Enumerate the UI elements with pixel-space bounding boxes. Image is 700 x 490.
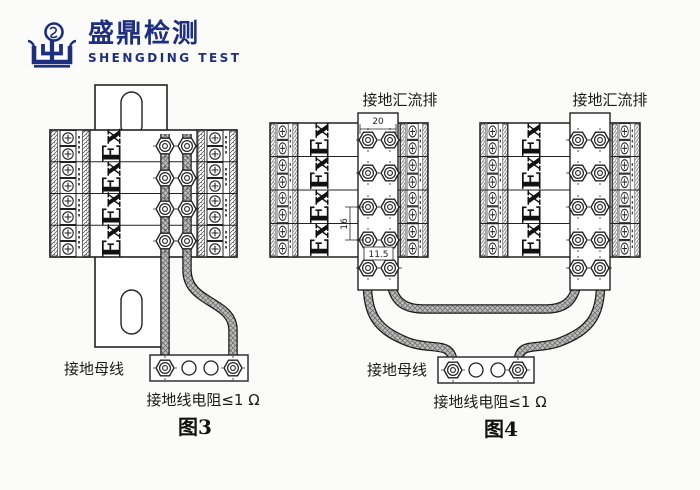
ex-marking: Ex <box>306 222 335 257</box>
dimension-hole-spacing: 11.5 <box>363 246 394 261</box>
emblem-base <box>34 65 70 68</box>
busbar-label-right: 接地汇流排 <box>572 91 647 109</box>
ex-marking: Ex <box>98 160 127 195</box>
screw-terminal-strip <box>400 123 428 257</box>
ex-marking: Ex <box>98 223 127 258</box>
figure3-diagram: Ex Ex Ex Ex <box>49 84 260 439</box>
ex-marking: Ex <box>518 189 547 224</box>
figure4: Ex Ex Ex Ex Ex Ex Ex Ex <box>260 78 700 450</box>
ex-marking: Ex <box>306 155 335 190</box>
terminal-block-right: Ex Ex Ex Ex <box>480 122 640 257</box>
terminal-block-left: Ex Ex Ex Ex <box>270 122 428 257</box>
ground-bus-bar <box>149 354 249 382</box>
ground-bus-label: 接地母线 <box>64 360 124 378</box>
ex-marking: Ex <box>306 189 335 224</box>
svg-text:16: 16 <box>340 218 350 230</box>
figure4-diagram: Ex Ex Ex Ex Ex Ex Ex Ex <box>260 91 648 441</box>
brand-logo: 盛鼎检测 SHENGDING TEST <box>26 20 241 70</box>
svg-text:20: 20 <box>372 117 384 127</box>
ground-wires <box>362 269 606 365</box>
ex-marking: Ex <box>518 122 547 157</box>
busbar-label-left: 接地汇流排 <box>362 91 437 109</box>
dimension-pitch: 16 <box>340 206 364 241</box>
ex-marking: Ex <box>98 191 127 226</box>
ground-bus-bar <box>437 356 535 384</box>
bus-hole <box>490 362 506 378</box>
screw-terminal-strip <box>612 123 640 257</box>
svg-text:11.5: 11.5 <box>368 250 388 260</box>
resistance-label: 接地线电阻≤1 Ω <box>146 391 259 409</box>
screw-terminal-strip <box>270 123 298 257</box>
ground-bus-label: 接地母线 <box>367 361 427 379</box>
grounding-busbar-left: 20 16 11.5 <box>340 112 403 291</box>
figure4-caption: 图4 <box>484 417 518 441</box>
brand-emblem-icon <box>27 22 77 68</box>
dimension-width: 20 <box>359 117 397 134</box>
resistance-label: 接地线电阻≤1 Ω <box>433 393 546 411</box>
din-rail-slot-bottom <box>120 289 143 335</box>
bus-hole <box>468 362 484 378</box>
wire-link <box>385 269 583 314</box>
ex-marking: Ex <box>306 122 335 157</box>
terminal-block: Ex Ex Ex Ex <box>49 128 238 258</box>
screw-terminal-strip-right <box>197 130 237 257</box>
brand-name-en: SHENGDING TEST <box>88 50 242 65</box>
ex-marking: Ex <box>518 222 547 257</box>
bus-hole <box>181 360 197 376</box>
screw-terminal-strip-left <box>50 130 90 257</box>
figure3-caption: 图3 <box>178 415 212 439</box>
ex-marking: Ex <box>98 128 127 163</box>
brand-name-cn: 盛鼎检测 <box>88 19 201 49</box>
grounding-busbar-right <box>565 112 613 291</box>
bus-hole <box>203 360 219 376</box>
screw-terminal-strip <box>480 123 508 257</box>
figure3: Ex Ex Ex Ex <box>28 78 278 450</box>
ex-marking: Ex <box>518 155 547 190</box>
